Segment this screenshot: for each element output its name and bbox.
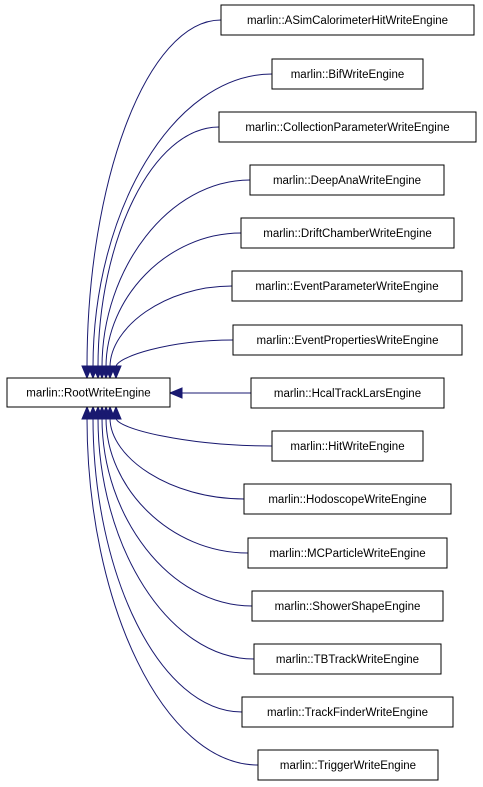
derived-class-label: marlin::HcalTrackLarsEngine [274,388,421,400]
derived-class-label: marlin::DeepAnaWriteEngine [273,175,421,187]
derived-class-box [251,590,444,622]
inheritance-arrowhead [81,405,93,420]
derived-class-label: marlin::DriftChamberWriteEngine [263,228,432,240]
inheritance-arrowhead [168,387,183,399]
inheritance-edge [105,232,242,368]
inheritance-edge [101,417,253,607]
derived-class-box [218,111,477,143]
derived-class-node-collection-parameter-write-engine[interactable]: marlin::CollectionParameterWriteEngine [218,111,477,143]
inheritance-edge [101,179,251,368]
derived-class-box [257,749,439,781]
derived-class-label: marlin::TBTrackWriteEngine [276,654,419,666]
derived-class-label: marlin::BifWriteEngine [291,69,405,81]
derived-class-node-asim-calorimeter-hit-write-engine[interactable]: marlin::ASimCalorimeterHitWriteEngine [220,4,475,36]
inheritance-edge [92,73,273,368]
base-class-node[interactable]: marlin::RootWriteEngine [6,377,171,408]
base-class-label: marlin::RootWriteEngine [26,388,150,400]
derived-class-box [241,696,454,728]
derived-class-label: marlin::HitWriteEngine [290,441,404,453]
inheritance-edge [105,417,249,554]
derived-class-node-hodoscope-write-engine[interactable]: marlin::HodoscopeWriteEngine [243,483,452,515]
derived-class-node-shower-shape-engine[interactable]: marlin::ShowerShapeEngine [251,590,444,622]
derived-class-node-trigger-write-engine[interactable]: marlin::TriggerWriteEngine [257,749,439,781]
derived-class-label: marlin::ShowerShapeEngine [275,601,421,613]
derived-class-box [247,537,448,569]
derived-class-box [220,4,475,36]
derived-class-node-deep-ana-write-engine[interactable]: marlin::DeepAnaWriteEngine [249,164,445,196]
derived-class-node-event-parameter-write-engine[interactable]: marlin::EventParameterWriteEngine [231,270,463,302]
derived-class-box [243,483,452,515]
derived-class-node-mcparticle-write-engine[interactable]: marlin::MCParticleWriteEngine [247,537,448,569]
derived-class-label: marlin::TriggerWriteEngine [280,760,416,772]
derived-class-node-hit-write-engine[interactable]: marlin::HitWriteEngine [271,430,424,462]
derived-class-box [240,217,455,249]
inheritance-edges [81,19,273,766]
derived-class-label: marlin::ASimCalorimeterHitWriteEngine [247,15,448,27]
inheritance-edge [115,417,273,447]
base-class-box [6,377,171,408]
derived-class-label: marlin::HodoscopeWriteEngine [268,494,426,506]
derived-class-node-drift-chamber-write-engine[interactable]: marlin::DriftChamberWriteEngine [240,217,455,249]
derived-class-node-tbtrack-write-engine[interactable]: marlin::TBTrackWriteEngine [253,643,442,675]
derived-class-box [231,270,463,302]
derived-class-label: marlin::TrackFinderWriteEngine [267,707,428,719]
derived-class-label: marlin::CollectionParameterWriteEngine [245,122,449,134]
derived-class-label: marlin::EventParameterWriteEngine [255,281,438,293]
inheritance-edge [97,417,255,660]
derived-class-box [250,377,445,409]
derived-class-node-bif-write-engine[interactable]: marlin::BifWriteEngine [271,58,424,90]
derived-class-box [253,643,442,675]
derived-class-node-event-properties-write-engine[interactable]: marlin::EventPropertiesWriteEngine [232,324,463,356]
derived-class-label: marlin::MCParticleWriteEngine [269,548,425,560]
inheritance-edge [86,19,222,368]
inheritance-arrowhead [110,365,122,380]
derived-class-node-track-finder-write-engine[interactable]: marlin::TrackFinderWriteEngine [241,696,454,728]
inheritance-edge [92,417,243,713]
class-nodes: marlin::RootWriteEngine marlin::ASimCalo… [6,4,477,781]
inheritance-edge [97,126,220,368]
inheritance-edge [86,417,259,766]
inheritance-edge [109,285,233,368]
derived-class-box [271,58,424,90]
derived-class-node-hcal-track-lars-engine[interactable]: marlin::HcalTrackLarsEngine [250,377,445,409]
inheritance-edge [109,417,245,500]
derived-class-box [232,324,463,356]
derived-class-label: marlin::EventPropertiesWriteEngine [257,335,439,347]
derived-class-box [249,164,445,196]
inheritance-edge [115,339,234,368]
derived-class-box [271,430,424,462]
